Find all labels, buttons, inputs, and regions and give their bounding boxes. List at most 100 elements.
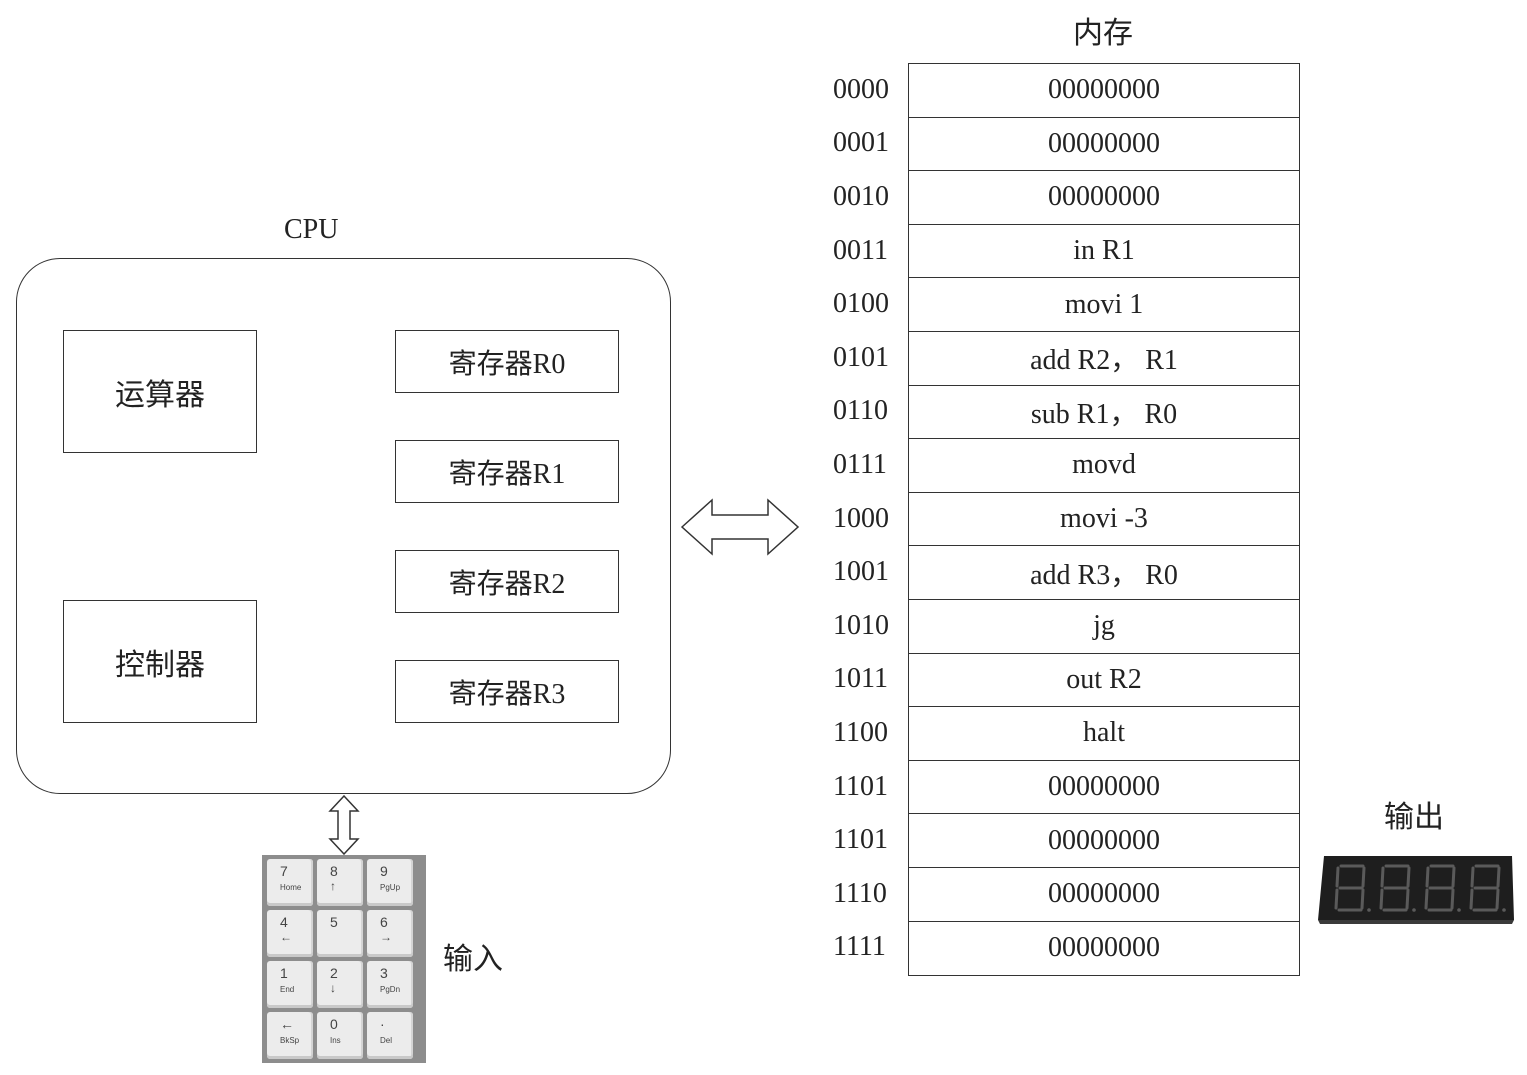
memory-address: 0100 — [833, 288, 889, 320]
display-segment — [1496, 866, 1501, 888]
seven-segment-display-icon — [1318, 856, 1514, 924]
key-main-label: 3 — [380, 965, 388, 981]
memory-cell: 00000000 — [909, 814, 1299, 868]
display-segment — [1469, 888, 1474, 910]
register-label: 寄存器R3 — [448, 678, 566, 710]
alu-box: 运算器 — [63, 330, 257, 453]
memory-cell: 00000000 — [909, 171, 1299, 225]
cpu-title: CPU — [284, 214, 339, 245]
control-unit-label: 控制器 — [115, 648, 205, 682]
key-main-label: 6 — [380, 914, 388, 930]
key-sub-label: End — [280, 985, 295, 994]
memory-cell: movd — [909, 439, 1299, 493]
key-sub-label: Ins — [330, 1036, 341, 1045]
keypad-key: · Del — [367, 1012, 413, 1059]
register-label: 寄存器R0 — [448, 348, 566, 380]
key-sub-label: PgUp — [380, 883, 401, 892]
display-segment — [1379, 888, 1384, 910]
key-main-label: 0 — [330, 1016, 338, 1032]
bus-double-arrow-icon — [680, 498, 800, 556]
keypad-key: 6→ — [367, 910, 413, 957]
memory-cell: halt — [909, 707, 1299, 761]
cpu-box — [16, 258, 671, 794]
memory-address: 1101 — [833, 824, 888, 856]
key-main-label: 9 — [380, 863, 388, 879]
display-segment — [1470, 866, 1475, 888]
memory-cell: out R2 — [909, 654, 1299, 708]
memory-cell: jg — [909, 600, 1299, 654]
memory-cell: movi 1 — [909, 278, 1299, 332]
keypad-key: 5 — [317, 910, 363, 957]
alu-label: 运算器 — [115, 378, 205, 412]
memory-cell: 00000000 — [909, 118, 1299, 172]
memory-address: 1000 — [833, 502, 889, 534]
memory-address: 1010 — [833, 609, 889, 641]
key-main-label: · — [380, 1016, 385, 1032]
keypad-key: ← BkSp — [267, 1012, 313, 1059]
memory-address: 1011 — [833, 663, 888, 695]
key-sub-label: ← — [280, 930, 292, 944]
display-segment — [1334, 888, 1339, 910]
memory-address: 0111 — [833, 448, 887, 480]
memory-address: 1101 — [833, 770, 888, 802]
key-main-label: 2 — [330, 965, 338, 981]
key-sub-label: → — [380, 930, 392, 944]
memory-address: 1111 — [833, 931, 886, 963]
display-segment — [1335, 866, 1340, 888]
display-segment — [1495, 888, 1500, 910]
output-label: 输出 — [1384, 801, 1444, 834]
memory-cell: 00000000 — [909, 761, 1299, 815]
display-segment — [1451, 866, 1456, 888]
memory-cell: movi -3 — [909, 493, 1299, 547]
display-segment — [1405, 888, 1410, 910]
display-decimal-point — [1367, 908, 1371, 912]
display-decimal-point — [1457, 908, 1461, 912]
key-main-label: 8 — [330, 863, 338, 879]
memory-address: 1110 — [833, 877, 887, 909]
memory-cell: 00000000 — [909, 868, 1299, 922]
control-unit-box: 控制器 — [63, 600, 257, 723]
key-sub-label: ↓ — [330, 981, 336, 995]
display-segment — [1360, 888, 1365, 910]
display-segment — [1361, 866, 1366, 888]
key-main-label: 7 — [280, 863, 288, 879]
register-label: 寄存器R1 — [448, 458, 566, 490]
memory-address: 1100 — [833, 716, 888, 748]
memory-address: 0000 — [833, 73, 889, 105]
key-main-label: 5 — [330, 914, 338, 930]
keypad-key: 8↑ — [317, 859, 363, 906]
key-main-label: ← — [280, 1016, 294, 1032]
register-label: 寄存器R2 — [448, 568, 566, 600]
memory-title: 内存 — [1073, 17, 1133, 50]
io-double-arrow-icon — [328, 795, 360, 855]
memory-address: 0110 — [833, 395, 888, 427]
display-decimal-point — [1502, 908, 1506, 912]
key-sub-label: BkSp — [280, 1036, 300, 1045]
memory-cell: add R2， R1 — [909, 332, 1299, 386]
memory-address: 1001 — [833, 556, 889, 588]
memory-address: 0011 — [833, 234, 888, 266]
register-r0: 寄存器R0 — [395, 330, 619, 393]
keypad-key: 2↓ — [317, 961, 363, 1008]
memory-address: 0101 — [833, 341, 889, 373]
memory-address: 0010 — [833, 180, 889, 212]
display-segment — [1406, 866, 1411, 888]
register-r3: 寄存器R3 — [395, 660, 619, 723]
key-main-label: 1 — [280, 965, 288, 981]
memory-cell: add R3， R0 — [909, 546, 1299, 600]
memory-cell: 00000000 — [909, 64, 1299, 118]
key-sub-label: Del — [380, 1036, 393, 1045]
key-sub-label: Home — [280, 883, 302, 892]
display-segment — [1425, 866, 1430, 888]
key-sub-label: ↑ — [330, 879, 336, 893]
register-r1: 寄存器R1 — [395, 440, 619, 503]
keypad-key: 4← — [267, 910, 313, 957]
